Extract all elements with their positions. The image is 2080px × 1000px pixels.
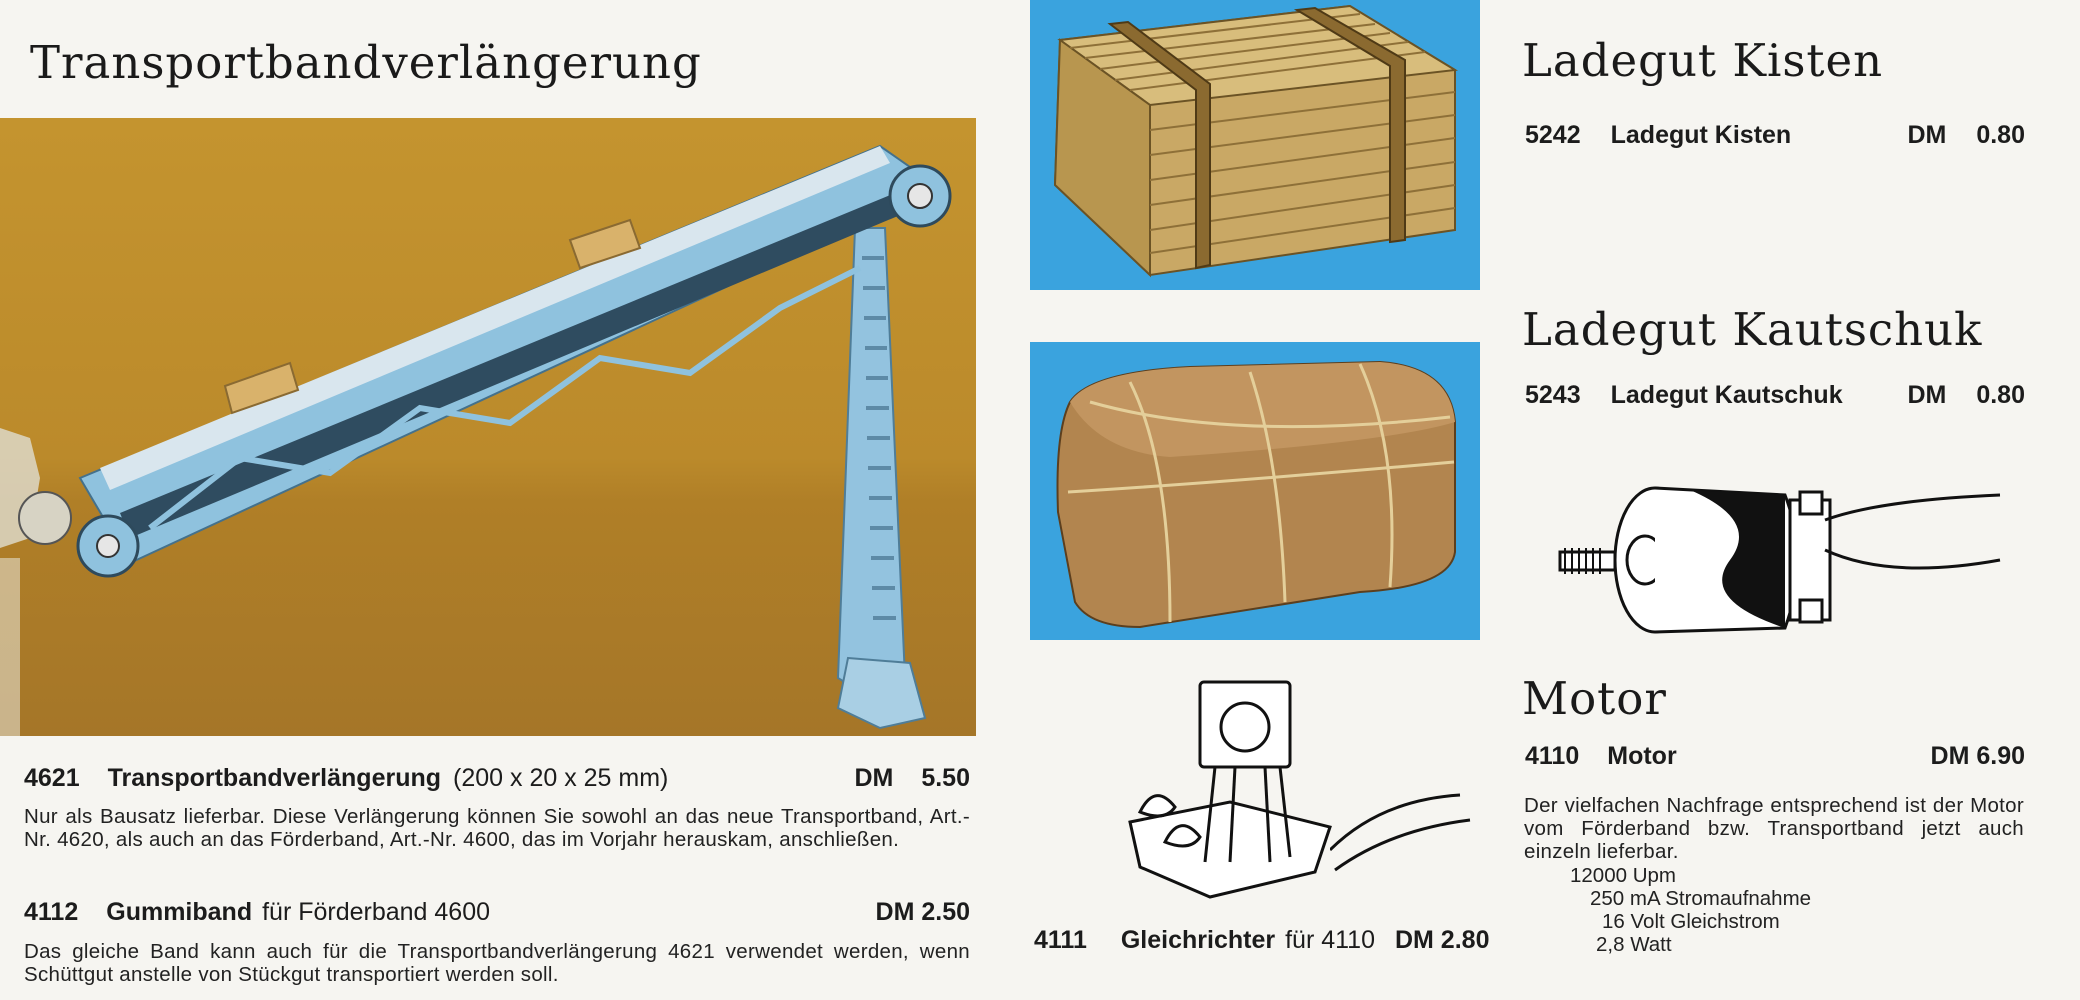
product-5242-name: Ladegut Kisten (1610, 121, 1792, 149)
product-4621-description: Nur als Bausatz lieferbar. Diese Verläng… (24, 805, 970, 851)
product-4111-price: DM 2.80 (1394, 926, 1490, 954)
motor-drawing (1550, 480, 2030, 650)
product-4621-price: 5.50 (921, 764, 970, 792)
product-4621-currency: DM (854, 764, 894, 792)
conveyor-extension-heading: Transportbandverlängerung (30, 36, 702, 89)
product-4112-suffix: für Förderband 4600 (262, 898, 491, 926)
rectifier-drawing (1120, 672, 1340, 912)
product-4112-row: 4112 Gummiband für Förderband 4600 DM 2.… (24, 898, 970, 927)
motor-spec-rpm: 12000 Upm (1570, 864, 1676, 887)
product-5243-number: 5243 (1525, 381, 1581, 409)
rectifier-wires (1330, 790, 1480, 880)
product-4621-name: Transportbandverlängerung (107, 764, 442, 792)
product-4112-description: Das gleiche Band kann auch für die Trans… (24, 940, 970, 986)
product-4111-suffix: für 4110 (1285, 926, 1375, 954)
product-5243-currency: DM (1907, 381, 1947, 409)
product-5242-currency: DM (1907, 121, 1947, 149)
conveyor-extension-photo (0, 118, 976, 736)
product-4110-price: DM 6.90 (1930, 742, 2025, 770)
product-4112-name: Gummiband (106, 898, 253, 926)
kisten-heading: Ladegut Kisten (1522, 34, 1884, 87)
motor-spec-voltage: 16 Volt Gleichstrom (1602, 910, 1780, 933)
motor-spec-current: 250 mA Stromaufnahme (1590, 887, 1812, 910)
product-4110-row: 4110 Motor DM 6.90 (1525, 742, 2025, 771)
motor-description: Der vielfachen Nachfrage entsprechend is… (1524, 794, 2024, 863)
product-5243-price: 0.80 (1976, 381, 2025, 409)
product-4111-number: 4111 (1034, 926, 1087, 954)
product-4110-number: 4110 (1525, 742, 1580, 770)
product-5242-row: 5242 Ladegut Kisten DM 0.80 (1525, 121, 2025, 150)
crate-photo (1030, 0, 1480, 290)
rubber-bale-photo (1030, 342, 1480, 640)
product-4621-dimensions: (200 x 20 x 25 mm) (453, 764, 669, 792)
product-4112-number: 4112 (24, 898, 79, 926)
product-4112-price: DM 2.50 (875, 898, 970, 926)
product-5242-price: 0.80 (1976, 121, 2025, 149)
product-4111-row: 4111 Gleichrichter für 4110 DM 2.80 (1034, 926, 1534, 955)
motor-heading: Motor (1522, 672, 1667, 725)
product-5243-name: Ladegut Kautschuk (1610, 381, 1843, 409)
product-4111-name: Gleichrichter (1120, 926, 1276, 954)
product-5242-number: 5242 (1525, 121, 1581, 149)
motor-specs: 12000 Upm 250 mA Stromaufnahme 16 Volt G… (1570, 864, 1811, 956)
product-4110-name: Motor (1607, 742, 1677, 770)
product-4621-row: 4621 Transportbandverlängerung (200 x 20… (24, 764, 970, 793)
motor-spec-power: 2,8 Watt (1596, 933, 1672, 956)
product-5243-row: 5243 Ladegut Kautschuk DM 0.80 (1525, 381, 2025, 410)
product-4621-number: 4621 (24, 764, 80, 792)
kautschuk-heading: Ladegut Kautschuk (1522, 303, 1983, 356)
